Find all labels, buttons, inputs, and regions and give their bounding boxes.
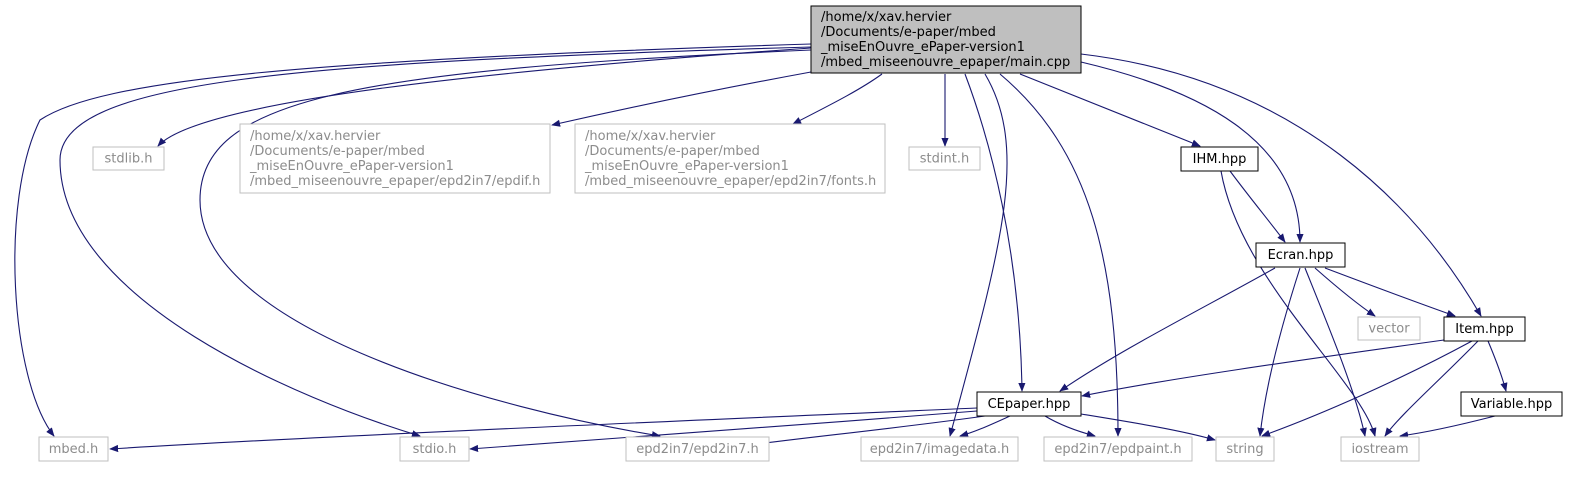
node-label-epdif-line-2: _miseEnOuvre_ePaper-version1: [249, 159, 454, 174]
edge-main-to-stdlib: [157, 47, 812, 147]
node-label-main-line-2: _miseEnOuvre_ePaper-version1: [820, 40, 1025, 55]
edges-layer: [14, 43, 1508, 453]
edge-main-to-imagedata: [948, 73, 1008, 437]
node-box-variable: [1460, 391, 1563, 417]
node-label-epdpaint: epd2in7/epdpaint.h: [1054, 442, 1181, 457]
node-box-mbed: [38, 436, 109, 462]
edge-ecran-to-vector: [1314, 267, 1376, 317]
edge-main-to-stdio: [59, 46, 812, 438]
edge-cepaper-to-stdio: [469, 410, 978, 453]
node-label-variable: Variable.hpp: [1471, 397, 1553, 412]
node-label-main-line-0: /home/x/xav.hervier: [821, 10, 952, 25]
node-label-item: Item.hpp: [1455, 322, 1513, 337]
node-label-fonts-line-1: /Documents/e-paper/mbed: [585, 144, 760, 159]
node-label-main-line-1: /Documents/e-paper/mbed: [821, 25, 996, 40]
node-box-epd2in7: [625, 436, 770, 462]
edge-cepaper-to-mbed: [109, 407, 978, 453]
node-label-stdint: stdint.h: [920, 152, 969, 167]
node-box-main: [810, 5, 1082, 74]
node-label-fonts-line-2: _miseEnOuvre_ePaper-version1: [584, 159, 789, 174]
node-epdif[interactable]: /home/x/xav.hervier/Documents/e-paper/mb…: [239, 123, 551, 194]
node-box-ihm: [1180, 146, 1259, 172]
node-label-fonts-line-3: /mbed_miseenouvre_epaper/epd2in7/fonts.h: [585, 174, 876, 189]
node-epd2in7[interactable]: epd2in7/epd2in7.h: [625, 436, 770, 462]
node-ihm[interactable]: IHM.hpp: [1180, 146, 1259, 172]
edge-ihm-to-ecran: [1229, 170, 1286, 243]
node-label-mbed: mbed.h: [49, 442, 99, 457]
node-label-string: string: [1226, 442, 1263, 457]
edge-main-to-fonts: [792, 73, 883, 125]
node-label-fonts-line-0: /home/x/xav.hervier: [585, 129, 716, 144]
node-box-stdio: [399, 436, 470, 462]
node-label-stdio: stdio.h: [413, 442, 457, 457]
node-stdint[interactable]: stdint.h: [908, 146, 981, 171]
edge-cepaper-to-epd2in7: [749, 415, 986, 448]
edge-item-to-iostream: [1384, 340, 1479, 437]
edge-ecran-to-iostream: [1304, 267, 1367, 437]
nodes-layer: /home/x/xav.hervier/Documents/e-paper/mb…: [38, 5, 1563, 462]
node-box-fonts: [574, 123, 886, 194]
edge-main-to-epdif: [551, 71, 812, 127]
edge-item-to-variable: [1487, 340, 1508, 392]
node-box-stdlib: [92, 146, 165, 171]
edge-main-to-epdpaint: [999, 73, 1122, 437]
edge-cepaper-to-string: [1080, 413, 1216, 442]
node-label-imagedata: epd2in7/imagedata.h: [870, 442, 1009, 457]
edge-ecran-to-string: [1257, 267, 1301, 437]
node-box-iostream: [1340, 436, 1420, 462]
node-imagedata[interactable]: epd2in7/imagedata.h: [860, 436, 1019, 462]
node-label-ihm: IHM.hpp: [1193, 152, 1247, 167]
node-label-vector: vector: [1368, 322, 1410, 337]
edge-main-to-epd2in7: [199, 49, 812, 439]
edge-main-to-item: [1080, 53, 1482, 317]
edge-ihm-to-iostream: [1220, 170, 1377, 437]
node-label-epdif-line-0: /home/x/xav.hervier: [250, 129, 381, 144]
node-box-ecran: [1255, 242, 1346, 268]
node-box-vector: [1357, 316, 1421, 341]
node-main[interactable]: /home/x/xav.hervier/Documents/e-paper/mb…: [810, 5, 1082, 74]
node-string[interactable]: string: [1215, 436, 1275, 462]
node-ecran[interactable]: Ecran.hpp: [1255, 242, 1346, 268]
edge-cepaper-to-epdpaint: [1044, 415, 1096, 438]
node-stdlib[interactable]: stdlib.h: [92, 146, 165, 171]
node-box-string: [1215, 436, 1275, 462]
node-vector[interactable]: vector: [1357, 316, 1421, 341]
node-iostream[interactable]: iostream: [1340, 436, 1420, 462]
node-label-epdif-line-1: /Documents/e-paper/mbed: [250, 144, 425, 159]
node-label-cepaper: CEpaper.hpp: [988, 397, 1071, 412]
node-label-ecran: Ecran.hpp: [1268, 248, 1334, 263]
edge-ecran-to-item: [1324, 267, 1456, 317]
edge-item-to-string: [1261, 340, 1473, 437]
node-variable[interactable]: Variable.hpp: [1460, 391, 1563, 417]
edge-cepaper-to-imagedata: [959, 415, 1011, 438]
node-label-epd2in7: epd2in7/epd2in7.h: [636, 442, 759, 457]
edge-variable-to-iostream: [1399, 415, 1496, 439]
edge-ecran-to-cepaper: [1059, 267, 1276, 392]
node-item[interactable]: Item.hpp: [1443, 316, 1526, 342]
node-epdpaint[interactable]: epd2in7/epdpaint.h: [1043, 436, 1193, 462]
node-box-epdif: [239, 123, 551, 194]
node-stdio[interactable]: stdio.h: [399, 436, 470, 462]
edge-main-to-ihm: [1019, 73, 1201, 147]
node-box-item: [1443, 316, 1526, 342]
edge-item-to-cepaper: [1081, 339, 1445, 398]
node-box-cepaper: [976, 391, 1082, 417]
node-label-epdif-line-3: /mbed_miseenouvre_epaper/epd2in7/epdif.h: [250, 174, 540, 189]
node-box-epdpaint: [1043, 436, 1193, 462]
node-fonts[interactable]: /home/x/xav.hervier/Documents/e-paper/mb…: [574, 123, 886, 194]
edge-main-to-ecran: [1080, 61, 1304, 243]
node-cepaper[interactable]: CEpaper.hpp: [976, 391, 1082, 417]
node-label-iostream: iostream: [1351, 442, 1408, 457]
edge-main-to-mbed: [14, 43, 812, 437]
node-box-imagedata: [860, 436, 1019, 462]
node-box-stdint: [908, 146, 981, 171]
node-mbed[interactable]: mbed.h: [38, 436, 109, 462]
edge-main-to-cepaper: [964, 73, 1026, 392]
node-label-main-line-3: /mbed_miseenouvre_epaper/main.cpp: [821, 55, 1070, 70]
node-label-stdlib: stdlib.h: [105, 152, 153, 167]
